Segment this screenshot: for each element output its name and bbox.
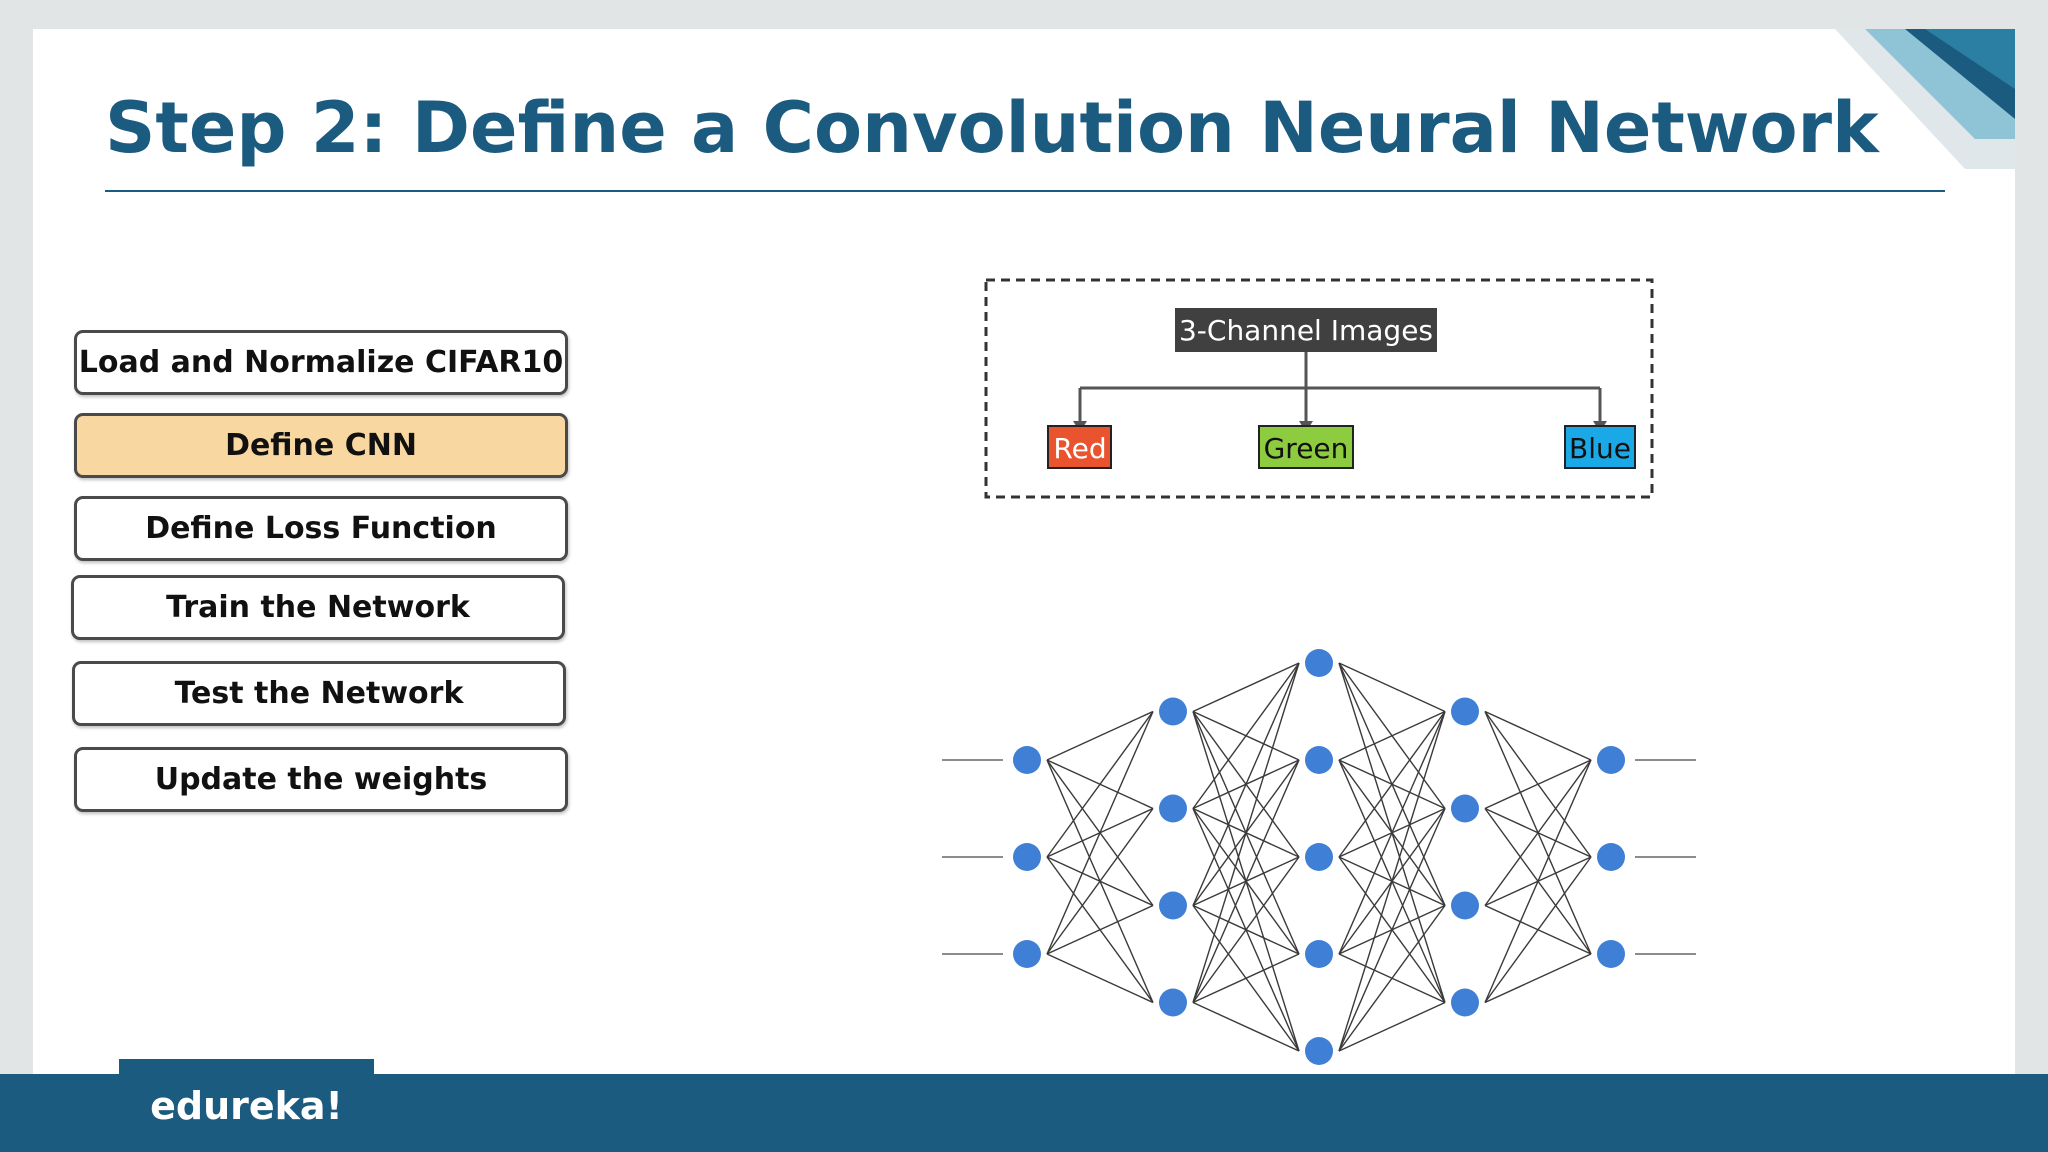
network-edge bbox=[1484, 856, 1592, 1003]
channel-red-label: Red bbox=[1053, 432, 1106, 465]
network-io-lines bbox=[942, 759, 1696, 955]
channel-green-label: Green bbox=[1264, 432, 1349, 465]
network-edge bbox=[1484, 759, 1592, 906]
step-label: Define Loss Function bbox=[145, 511, 497, 546]
network-node bbox=[1159, 891, 1187, 920]
network-edge bbox=[1192, 953, 1300, 1004]
step-update-weights[interactable]: Update the weights bbox=[74, 747, 568, 812]
network-edge bbox=[1192, 1001, 1300, 1052]
network-edge bbox=[1046, 711, 1154, 858]
network-node bbox=[1451, 988, 1479, 1017]
step-label: Load and Normalize CIFAR10 bbox=[78, 345, 564, 380]
corner-decoration bbox=[1835, 29, 2015, 169]
network-node bbox=[1159, 794, 1187, 823]
network-edge bbox=[1192, 759, 1300, 1003]
network-edge bbox=[1192, 856, 1300, 1003]
network-node bbox=[1597, 746, 1625, 774]
network-nodes bbox=[1013, 649, 1625, 1065]
channel-connectors bbox=[1078, 350, 1602, 425]
network-node bbox=[1305, 940, 1333, 968]
network-node bbox=[1013, 843, 1041, 871]
network-edge bbox=[1046, 904, 1154, 955]
channel-red-box bbox=[1047, 425, 1112, 469]
channel-blue-box bbox=[1564, 425, 1636, 469]
network-node bbox=[1451, 697, 1479, 726]
network-edge bbox=[1484, 759, 1592, 1003]
channel-green-box bbox=[1258, 425, 1354, 469]
network-edge bbox=[1046, 808, 1154, 955]
step-define-cnn[interactable]: Define CNN bbox=[74, 413, 568, 478]
step-label: Test the Network bbox=[174, 676, 464, 711]
network-edge bbox=[1192, 662, 1300, 1003]
network-edge bbox=[1338, 1001, 1446, 1052]
network-node bbox=[1597, 843, 1625, 871]
network-node bbox=[1451, 891, 1479, 920]
network-edge bbox=[1484, 710, 1592, 761]
network-node bbox=[1597, 940, 1625, 968]
network-edge bbox=[1046, 953, 1154, 1004]
step-label: Define CNN bbox=[225, 428, 417, 463]
step-label: Update the weights bbox=[154, 762, 488, 797]
channel-root-label: 3-Channel Images bbox=[1179, 314, 1433, 347]
step-train-network[interactable]: Train the Network bbox=[71, 575, 565, 640]
network-node bbox=[1305, 649, 1333, 677]
step-test-network[interactable]: Test the Network bbox=[72, 661, 566, 726]
network-edge bbox=[1338, 662, 1446, 713]
network-edge bbox=[1338, 710, 1446, 761]
network-node bbox=[1159, 988, 1187, 1017]
step-define-loss[interactable]: Define Loss Function bbox=[74, 496, 568, 561]
network-edge bbox=[1484, 953, 1592, 1004]
step-label: Train the Network bbox=[166, 590, 470, 625]
step-load-normalize[interactable]: Load and Normalize CIFAR10 bbox=[74, 330, 568, 395]
channel-blue-label: Blue bbox=[1569, 432, 1631, 465]
network-node bbox=[1013, 940, 1041, 968]
website-link[interactable]: www.edureka.co bbox=[1744, 1102, 1988, 1132]
network-edge bbox=[1192, 662, 1300, 713]
network-edge bbox=[1338, 808, 1446, 1052]
network-node bbox=[1305, 1037, 1333, 1065]
network-edges bbox=[1046, 662, 1592, 1052]
network-node bbox=[1305, 746, 1333, 774]
network-edge bbox=[1046, 711, 1154, 955]
network-edge bbox=[1338, 711, 1446, 1052]
network-edge bbox=[1338, 711, 1446, 858]
network-edge bbox=[1046, 710, 1154, 761]
network-node bbox=[1013, 746, 1041, 774]
page-title: Step 2: Define a Convolution Neural Netw… bbox=[105, 87, 1879, 169]
network-edge bbox=[1192, 662, 1300, 809]
title-divider bbox=[105, 190, 1945, 192]
network-edge bbox=[1484, 759, 1592, 810]
network-edge bbox=[1338, 905, 1446, 1052]
network-node bbox=[1159, 697, 1187, 726]
edureka-logo[interactable]: edureka! bbox=[119, 1059, 374, 1152]
network-edge bbox=[1192, 662, 1300, 906]
channels-dashed-frame bbox=[984, 278, 1654, 499]
course-title: AI & Deep Learning Training bbox=[753, 1095, 1277, 1134]
channel-root-box bbox=[1175, 308, 1437, 352]
network-node bbox=[1305, 843, 1333, 871]
network-node bbox=[1451, 794, 1479, 823]
network-edge bbox=[1338, 711, 1446, 955]
logo-text: edureka! bbox=[150, 1083, 343, 1128]
